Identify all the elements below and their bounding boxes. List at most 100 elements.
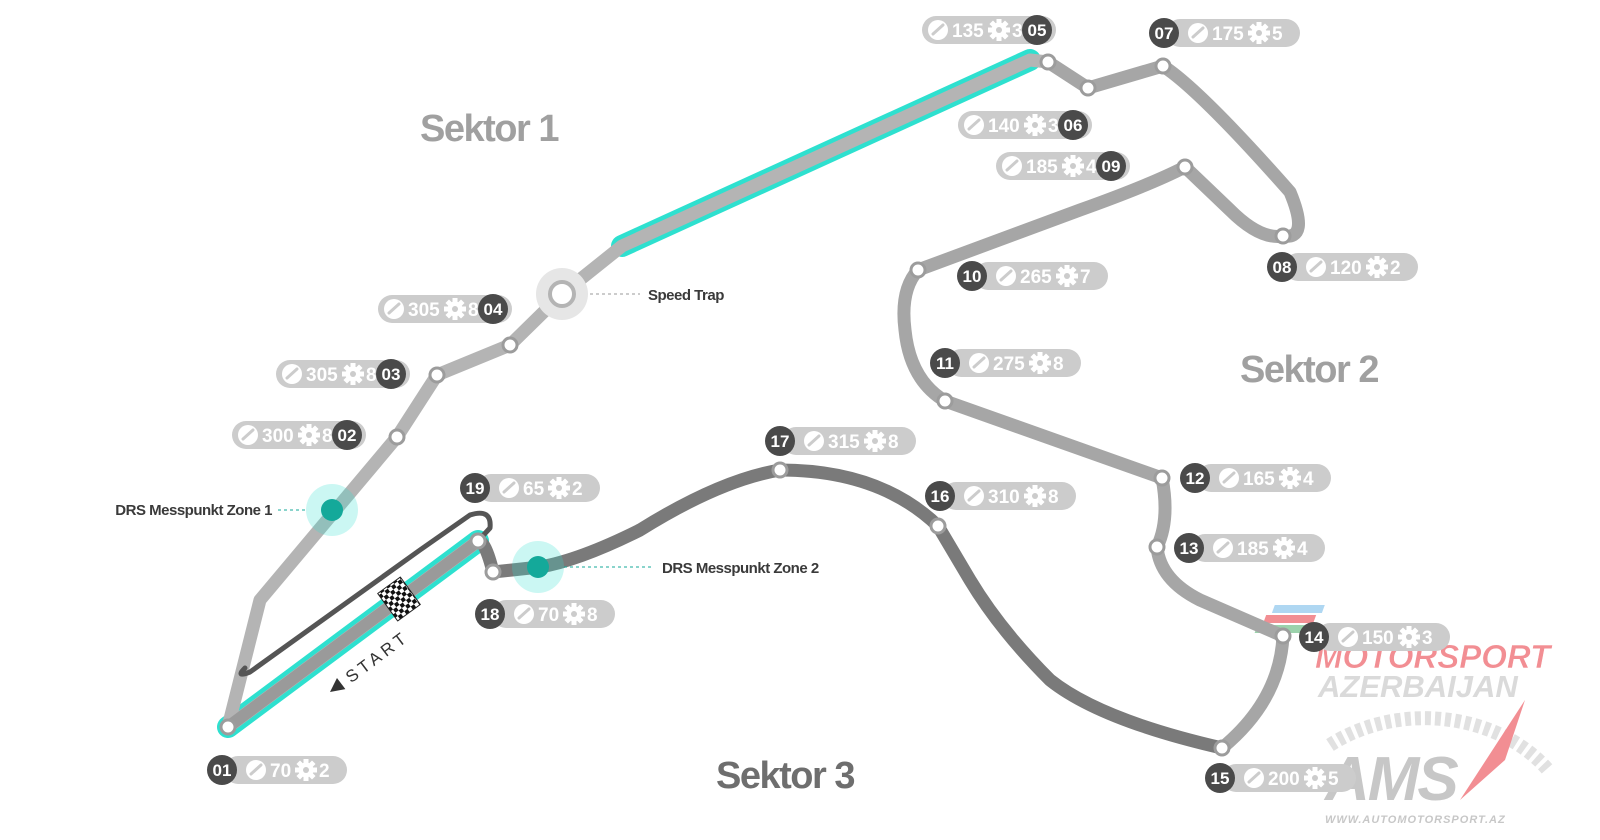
corner-number: 13 bbox=[1180, 539, 1199, 558]
corner-number: 09 bbox=[1102, 157, 1121, 176]
corner-gear: 7 bbox=[1080, 267, 1091, 288]
corner-number: 10 bbox=[963, 267, 982, 286]
corner-gear: 4 bbox=[1297, 539, 1308, 560]
corner-marker bbox=[1154, 57, 1172, 75]
corner-number-badge bbox=[1205, 763, 1235, 793]
speedometer-icon bbox=[1188, 23, 1208, 43]
watermark-url: WWW.AUTOMOTORSPORT.AZ bbox=[1325, 814, 1506, 826]
gear-icon bbox=[1398, 626, 1420, 648]
speed-trap: Speed Trap bbox=[536, 268, 725, 320]
speedometer-icon bbox=[1002, 156, 1022, 176]
corner-marker bbox=[909, 261, 927, 279]
drs-measure-point-1: DRS Messpunkt Zone 1 bbox=[115, 484, 358, 536]
speed-trap-label: Speed Trap bbox=[648, 287, 724, 304]
corner-speed: 135 bbox=[952, 21, 984, 42]
corner-marker bbox=[1274, 627, 1292, 645]
gear-icon bbox=[563, 603, 585, 625]
corner-number: 02 bbox=[338, 426, 357, 445]
corner-number-badge bbox=[1149, 18, 1179, 48]
corner-number: 17 bbox=[771, 432, 790, 451]
gear-icon bbox=[1248, 22, 1270, 44]
corner-number-badge bbox=[925, 481, 955, 511]
corner-speed: 200 bbox=[1268, 769, 1300, 790]
corner-number: 04 bbox=[484, 300, 503, 319]
sector-1-label: Sektor 1 bbox=[420, 108, 559, 150]
corner-gear: 8 bbox=[587, 605, 598, 626]
speedometer-icon bbox=[964, 115, 984, 135]
corner-number: 05 bbox=[1028, 21, 1047, 40]
corner-speed: 140 bbox=[988, 116, 1020, 137]
track-sector-3 bbox=[471, 463, 1229, 755]
speedometer-icon bbox=[238, 425, 258, 445]
watermark-arc bbox=[1326, 711, 1554, 775]
checkered-flag-icon bbox=[377, 576, 421, 622]
corner-marker bbox=[1148, 538, 1166, 556]
gear-icon bbox=[864, 430, 886, 452]
circuit-track bbox=[217, 49, 1305, 755]
corner-speed: 150 bbox=[1362, 628, 1394, 649]
corner-number-badge bbox=[1299, 622, 1329, 652]
corner-speed: 310 bbox=[988, 487, 1020, 508]
corner-number-badge bbox=[765, 426, 795, 456]
speedometer-icon bbox=[1306, 257, 1326, 277]
speedometer-icon bbox=[964, 486, 984, 506]
corner-speed: 165 bbox=[1243, 469, 1275, 490]
corner-number-badge bbox=[1096, 151, 1126, 181]
corner-gear: 5 bbox=[1328, 769, 1339, 790]
corner-gear: 2 bbox=[1390, 258, 1401, 279]
corner-callout-16: 310 8 16 bbox=[925, 481, 1076, 535]
corner-gear: 4 bbox=[1303, 469, 1314, 490]
speedometer-icon bbox=[246, 760, 266, 780]
corner-speed: 300 bbox=[262, 426, 294, 447]
gear-icon bbox=[1273, 537, 1295, 559]
corner-marker bbox=[936, 392, 954, 410]
gear-icon bbox=[1029, 352, 1051, 374]
corner-speed: 70 bbox=[270, 761, 291, 782]
corner-marker bbox=[771, 461, 789, 479]
gear-icon bbox=[342, 363, 364, 385]
corner-number-badge bbox=[478, 294, 508, 324]
pit-lane bbox=[238, 510, 493, 677]
gear-icon bbox=[1279, 467, 1301, 489]
corner-speed: 265 bbox=[1020, 267, 1052, 288]
watermark-swoosh bbox=[1460, 700, 1525, 800]
corner-marker bbox=[1039, 53, 1057, 71]
watermark-line2: AZERBAIJAN bbox=[1317, 669, 1518, 704]
gear-icon bbox=[298, 424, 320, 446]
gear-icon bbox=[1062, 155, 1084, 177]
gear-icon bbox=[295, 759, 317, 781]
corner-number: 06 bbox=[1064, 116, 1083, 135]
speedometer-icon bbox=[1213, 538, 1233, 558]
track-sector-2 bbox=[897, 55, 1305, 755]
gear-icon bbox=[1024, 114, 1046, 136]
corner-number-badge bbox=[207, 755, 237, 785]
corner-number-badge bbox=[460, 473, 490, 503]
speedometer-icon bbox=[1219, 468, 1239, 488]
corner-number: 14 bbox=[1305, 628, 1324, 647]
drs-zone-1-label: DRS Messpunkt Zone 1 bbox=[115, 502, 272, 519]
corner-speed: 120 bbox=[1330, 258, 1362, 279]
corner-marker bbox=[388, 428, 406, 446]
start-arrow-icon bbox=[330, 677, 346, 692]
corner-number: 16 bbox=[931, 487, 950, 506]
corner-number-badge bbox=[1022, 15, 1052, 45]
corner-number: 07 bbox=[1155, 24, 1174, 43]
corner-speed: 315 bbox=[828, 432, 860, 453]
speedometer-icon bbox=[1244, 768, 1264, 788]
corner-speed: 175 bbox=[1212, 24, 1244, 45]
corner-marker bbox=[469, 532, 487, 550]
corner-number: 11 bbox=[936, 354, 954, 373]
speedometer-icon bbox=[969, 353, 989, 373]
corner-gear: 8 bbox=[1048, 487, 1059, 508]
corner-marker bbox=[428, 366, 446, 384]
corner-marker bbox=[929, 517, 947, 535]
